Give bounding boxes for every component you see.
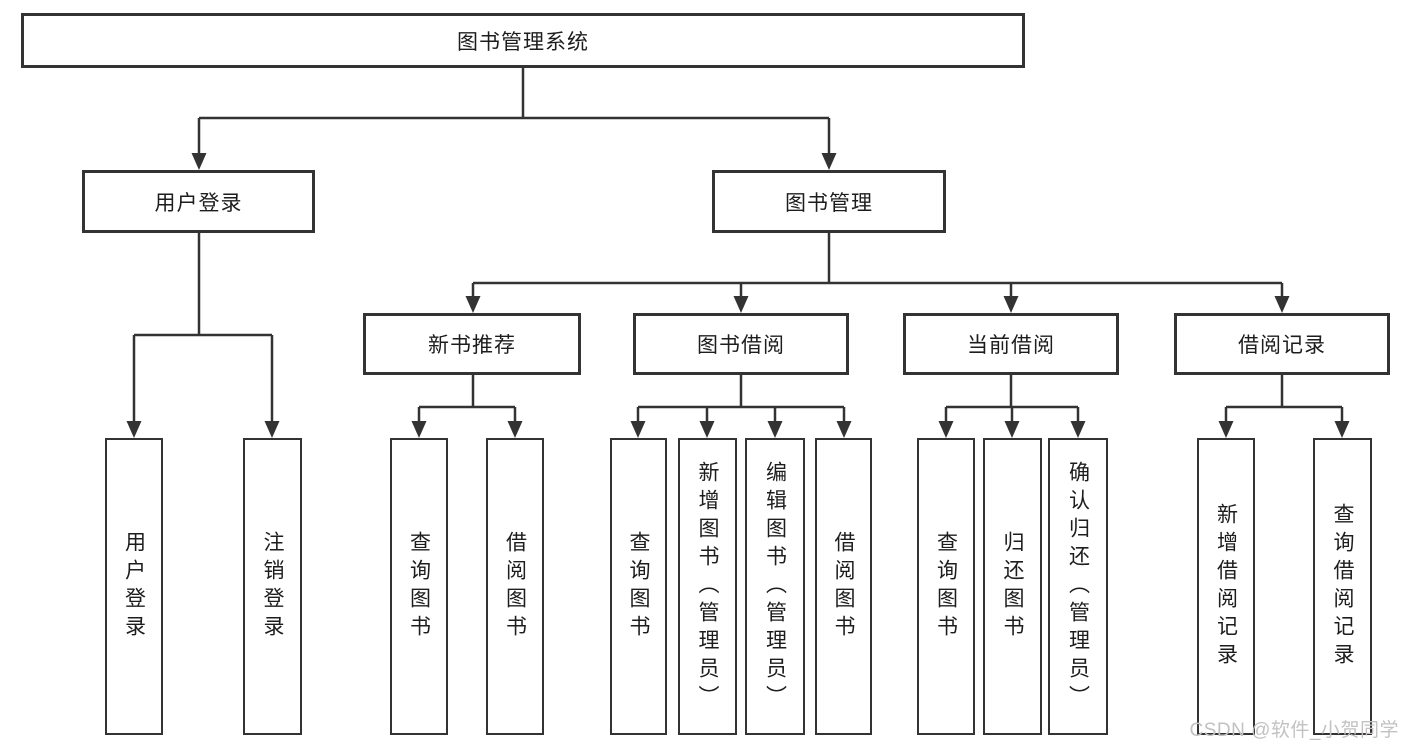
connector-new-book-to-leaves [411, 375, 523, 438]
leaf-nb-query-books-label: 查询图书 [407, 530, 431, 643]
node-root-label: 图书管理系统 [457, 30, 589, 54]
connector-current-borrow-to-leaves [938, 375, 1086, 438]
leaf-cb-confirm-return-admin-label: 确认归还（管理员） [1066, 460, 1090, 713]
connector-borrow-record-to-leaves [1218, 375, 1350, 438]
node-borrowing-records: 借阅记录 [1174, 313, 1390, 375]
leaf-cb-confirm-return-admin: 确认归还（管理员） [1048, 438, 1108, 735]
leaf-logout-op-label: 注销登录 [261, 530, 285, 643]
node-current-borrowing: 当前借阅 [903, 313, 1119, 375]
leaf-bb-borrow-books: 借阅图书 [815, 438, 872, 735]
leaf-nb-borrow-books-label: 借阅图书 [503, 530, 527, 643]
node-borrowing-records-label: 借阅记录 [1238, 334, 1326, 357]
connector-user-login-to-leaves [126, 233, 280, 438]
connector-book-mgmt-to-sections [465, 233, 1290, 313]
leaf-br-add-record-label: 新增借阅记录 [1214, 502, 1238, 671]
leaf-br-add-record: 新增借阅记录 [1197, 438, 1255, 735]
leaf-user-login-op: 用户登录 [105, 438, 163, 735]
node-book-management: 图书管理 [712, 170, 946, 233]
leaf-bb-edit-books-admin-label: 编辑图书（管理员） [763, 460, 787, 713]
leaf-logout-op: 注销登录 [243, 438, 302, 735]
node-new-book-recommend: 新书推荐 [363, 313, 581, 375]
node-user-login-label: 用户登录 [154, 191, 243, 215]
node-book-management-label: 图书管理 [785, 191, 873, 215]
leaf-bb-query-books-label: 查询图书 [627, 530, 651, 643]
leaf-cb-return-books: 归还图书 [983, 438, 1042, 735]
leaf-br-query-record-label: 查询借阅记录 [1331, 502, 1355, 671]
leaf-br-query-record: 查询借阅记录 [1313, 438, 1372, 735]
leaf-nb-borrow-books: 借阅图书 [486, 438, 544, 735]
node-book-borrowing-label: 图书借阅 [697, 334, 785, 357]
node-root-system: 图书管理系统 [21, 13, 1025, 68]
connector-book-borrow-to-leaves [630, 375, 852, 438]
leaf-user-login-op-label: 用户登录 [122, 530, 146, 643]
node-book-borrowing: 图书借阅 [633, 313, 849, 375]
node-user-login: 用户登录 [82, 170, 315, 233]
leaf-bb-edit-books-admin: 编辑图书（管理员） [745, 438, 805, 735]
leaf-nb-query-books: 查询图书 [390, 438, 448, 735]
leaf-cb-query-books-label: 查询图书 [934, 530, 958, 643]
node-new-book-recommend-label: 新书推荐 [428, 334, 516, 357]
leaf-bb-borrow-books-label: 借阅图书 [832, 530, 856, 643]
node-current-borrowing-label: 当前借阅 [967, 334, 1055, 357]
csdn-watermark: CSDN @软件_小贺同学 [1189, 720, 1399, 741]
leaf-bb-query-books: 查询图书 [610, 438, 667, 735]
leaf-bb-add-books-admin: 新增图书（管理员） [678, 438, 737, 735]
leaf-cb-return-books-label: 归还图书 [1001, 530, 1025, 643]
connector-root-to-branches [191, 68, 837, 170]
leaf-cb-query-books: 查询图书 [917, 438, 975, 735]
leaf-bb-add-books-admin-label: 新增图书（管理员） [696, 460, 720, 713]
